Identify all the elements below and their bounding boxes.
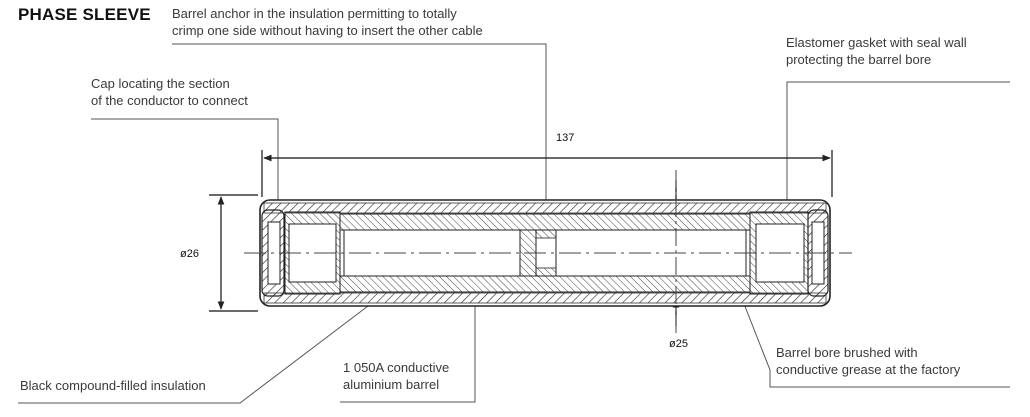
dimension-length: 137 (556, 132, 575, 144)
label-barrel-bore-line1: Barrel bore brushed with (776, 345, 918, 360)
label-elastomer-gasket: Elastomer gasket with seal wall protecti… (786, 34, 967, 68)
dimension-length-line (261, 150, 833, 197)
label-elastomer-gasket-line2: protecting the barrel bore (786, 52, 932, 67)
diagram-title: PHASE SLEEVE (18, 5, 151, 24)
label-cap-locating-line1: Cap locating the section (91, 76, 230, 91)
label-barrel-anchor-line2: crimp one side without having to insert … (172, 23, 483, 38)
label-conductive-barrel: 1 050A conductive aluminium barrel (343, 359, 449, 393)
label-barrel-anchor: Barrel anchor in the insulation permitti… (172, 5, 483, 39)
dimension-outer-diameter: ø26 (180, 248, 199, 260)
label-conductive-barrel-line2: aluminium barrel (343, 377, 440, 392)
label-cap-locating: Cap locating the section of the conducto… (91, 75, 248, 109)
dimension-inner-diameter: ø25 (669, 338, 688, 350)
callout-leaders (18, 43, 1010, 404)
label-barrel-anchor-line1: Barrel anchor in the insulation permitti… (172, 6, 457, 21)
label-black-compound: Black compound-filled insulation (20, 378, 206, 393)
label-barrel-bore-line2: conductive grease at the factory (776, 362, 961, 377)
label-cap-locating-line2: of the conductor to connect (91, 93, 248, 108)
label-barrel-bore: Barrel bore brushed with conductive grea… (776, 344, 960, 378)
dimension-outer-line (209, 194, 258, 312)
label-conductive-barrel-line1: 1 050A conductive (343, 360, 450, 375)
label-elastomer-gasket-line1: Elastomer gasket with seal wall (786, 35, 967, 50)
